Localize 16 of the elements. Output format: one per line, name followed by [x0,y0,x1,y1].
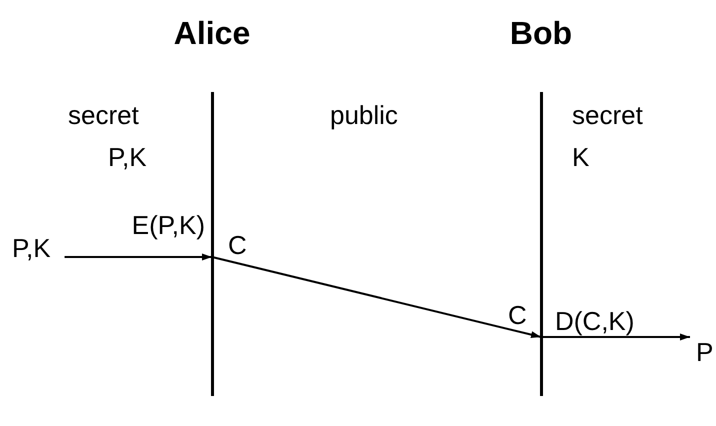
ciphertext-label: C [508,300,527,330]
ciphertext-label: C [228,230,247,260]
arrow [64,254,212,260]
key-label: K [572,142,590,172]
key-label: P,K [108,142,147,172]
edge-label: E(P,K) [132,210,205,240]
arrow [541,334,690,340]
arrow [212,256,542,338]
zone-label: secret [572,100,643,130]
message-text: P,K [12,233,51,263]
message-text: P [696,337,714,367]
zone-label: secret [68,100,139,130]
lane-heading: Bob [508,18,574,48]
zone-label: public [330,100,398,130]
lane-heading: Alice [172,18,252,48]
edge-label: D(C,K) [555,306,634,336]
